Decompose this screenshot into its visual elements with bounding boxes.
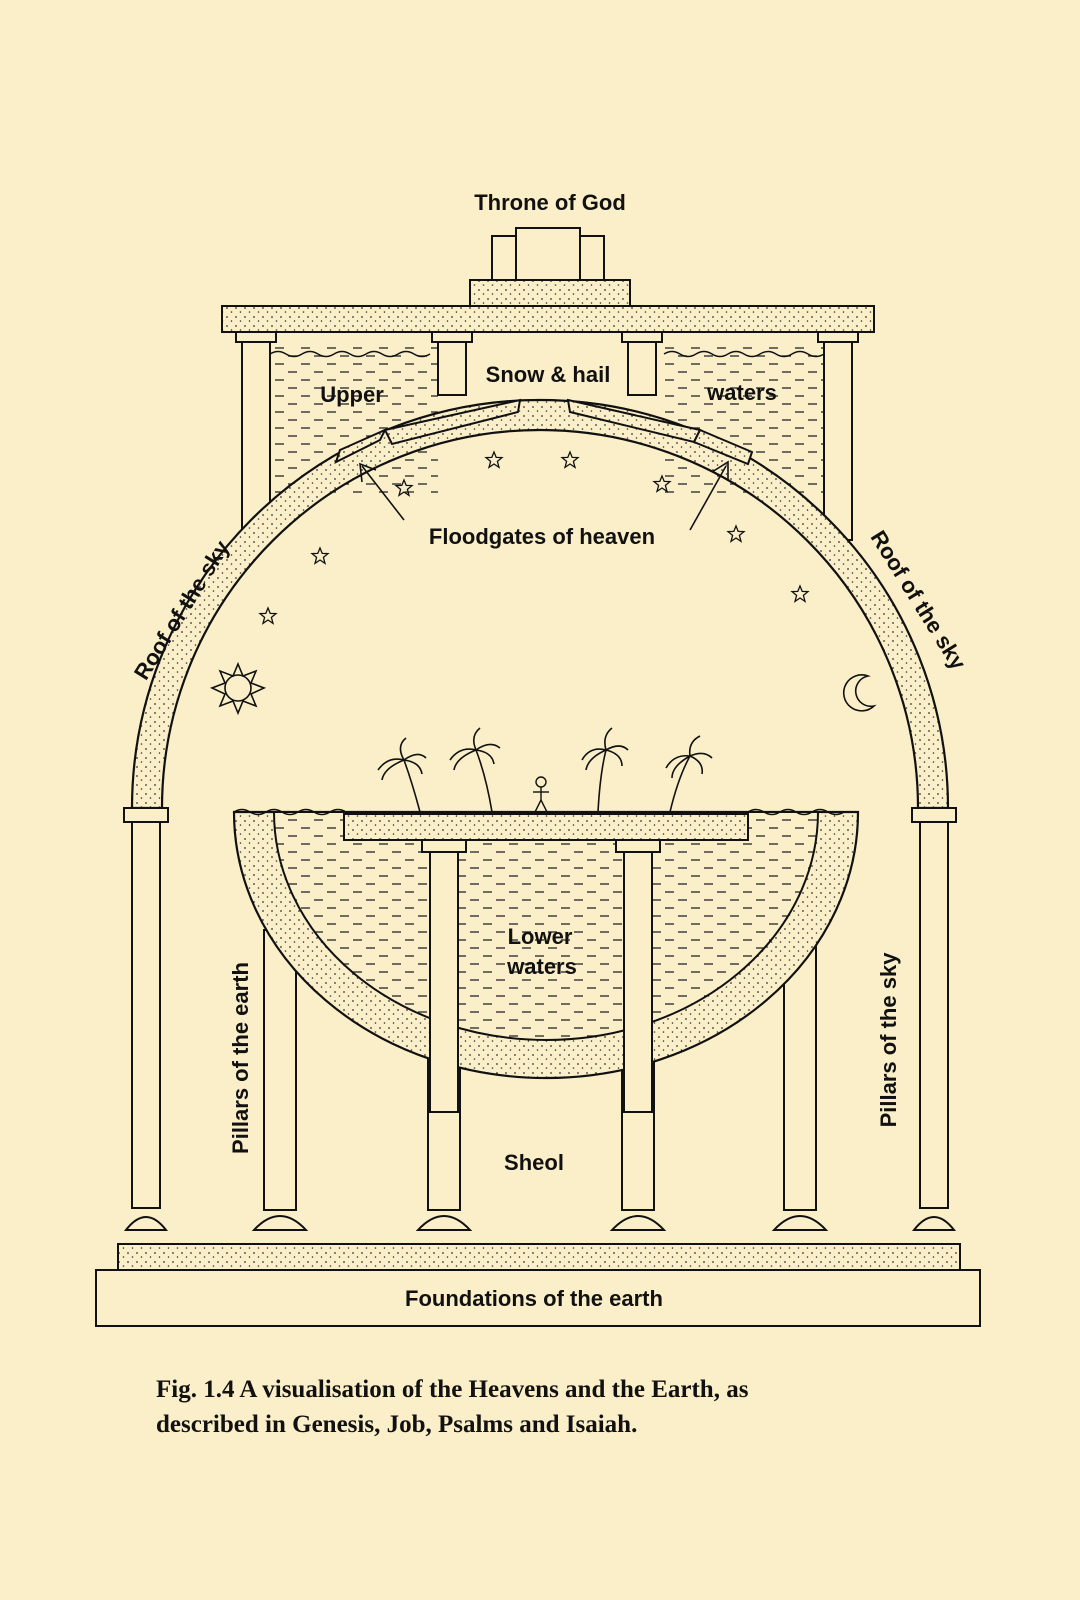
caption-line-2: described in Genesis, Job, Psalms and Is… <box>156 1411 638 1438</box>
floodgates-label: Floodgates of heaven <box>429 524 655 549</box>
earth-surface <box>343 813 749 841</box>
floodgate-arrows <box>359 460 729 531</box>
pillars-sky-label: Pillars of the sky <box>876 952 901 1128</box>
lower-waters-label-2: waters <box>506 954 577 979</box>
lower-waters-label-1: Lower <box>508 924 573 949</box>
heaven-top-slab <box>221 305 875 333</box>
throne-label: Throne of God <box>474 190 626 215</box>
inner-pillar-tops <box>421 839 661 1113</box>
foundation-slab <box>117 1243 961 1271</box>
palm-trees <box>377 727 713 813</box>
outer-sky-pillars <box>123 807 957 1231</box>
person-figure <box>533 776 549 813</box>
throne <box>469 227 631 307</box>
upper-sky-pillars <box>235 331 859 541</box>
foundations-label: Foundations of the earth <box>405 1286 663 1311</box>
lower-waters-fill <box>272 811 820 1041</box>
moon-icon <box>842 674 877 712</box>
heavens-earth-diagram: Throne of God Upper Snow & hail waters F… <box>95 190 981 1327</box>
snow-hail-label: Snow & hail <box>486 362 611 387</box>
figure-caption: Fig. 1.4 A visualisation of the Heavens … <box>156 1372 936 1442</box>
foundations-base <box>95 1269 981 1327</box>
sheol-label: Sheol <box>504 1150 564 1175</box>
floodgate-wedges <box>334 398 754 466</box>
upper-waters-label-right: waters <box>706 380 777 405</box>
pillars-earth-label: Pillars of the earth <box>228 962 253 1154</box>
caption-line-1: Fig. 1.4 A visualisation of the Heavens … <box>156 1376 749 1403</box>
sun-icon <box>209 661 267 716</box>
upper-waters-label: Upper <box>320 382 384 407</box>
